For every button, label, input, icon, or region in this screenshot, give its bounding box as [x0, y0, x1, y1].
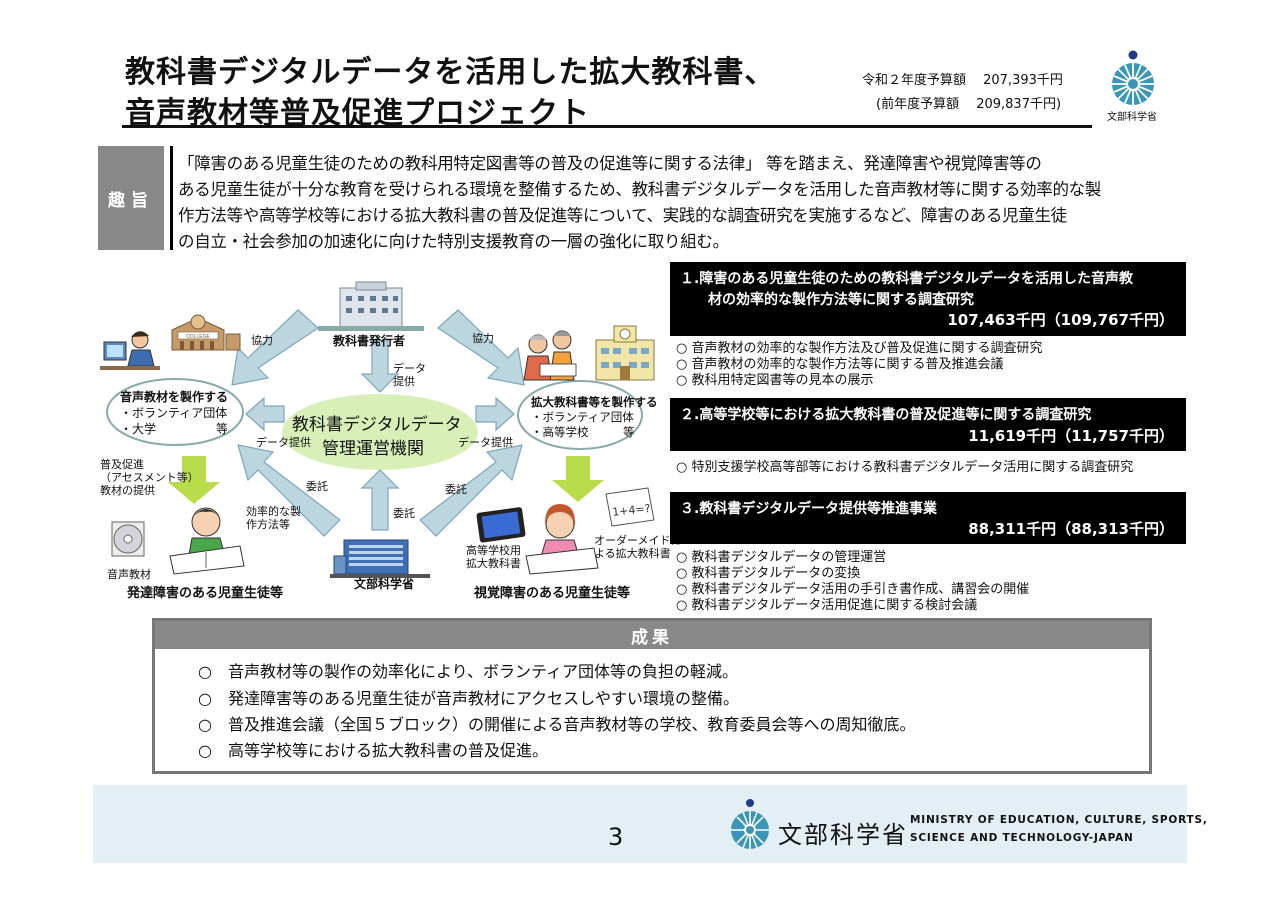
purpose-line: ある児童生徒が十分な教育を受けられる環境を整備するため、教科書デジタルデータを活… — [178, 180, 1102, 199]
project-2-header: ２.高等学校等における拡大教科書の普及促進等に関する調査研究 11,619千円（… — [670, 398, 1186, 451]
budget-current: 令和２年度予算額 207,393千円 — [862, 73, 1063, 88]
elderly-volunteers-icon — [523, 330, 577, 381]
purpose-line: の自立・社会参加の加速化に向けた特別支援教育の一層の強化に取り組む。 — [178, 232, 729, 251]
purpose-line: 「障害のある児童生徒のための教科用特定図書等の普及の促進等に関する法律」 等を踏… — [178, 154, 1042, 173]
project-2-amount: 11,619千円（11,757千円） — [968, 427, 1174, 445]
emblem-label: 文部科学省 — [1107, 112, 1157, 123]
data-provide-right-label: データ提供 — [458, 436, 513, 449]
project-3-amount: 88,311千円（88,313千円） — [968, 520, 1174, 538]
project-3-header: ３.教科書デジタルデータ提供等推進事業 88,311千円（88,313千円） — [670, 492, 1186, 544]
left-org-label: 音声教材を製作する ・ボランティア団体 ・大学 等 — [120, 390, 229, 436]
title-underline — [122, 125, 1092, 128]
green-arrow-right — [552, 456, 604, 502]
consign-right-label: 委託 — [445, 483, 467, 496]
project-1-bullet: ○ 音声教材の効率的な製作方法及び普及促進に関する調査研究 — [676, 341, 1043, 356]
mext-building-icon — [330, 539, 430, 578]
left-org-ellipse — [106, 378, 244, 446]
right-org-label: 拡大教科書等を製作する ・ボランティア団体 ・高等学校 等 — [531, 395, 658, 439]
arrow-publisher-right — [437, 309, 525, 386]
result-item: ○ 発達障害等のある児童生徒が音声教材にアクセスしやすい環境の整備。 — [198, 689, 740, 708]
results-box — [152, 618, 1152, 774]
project-1-header: １.障害のある児童生徒のための教科書デジタルデータを活用した音声教 材の効率的な… — [670, 262, 1186, 336]
purpose-tag: 趣旨 — [98, 146, 164, 250]
promotion-label: 普及促進（アセスメント等）教材の提供 — [100, 458, 199, 497]
result-item: ○ 普及推進会議（全国５ブロック）の開催による音声教材等の学校、教育委員会等への… — [198, 715, 916, 734]
project-1-amount: 107,463千円（109,767千円） — [947, 311, 1174, 329]
cooperation-left-label: 協力 — [251, 334, 273, 347]
center-org-line1: 教科書デジタルデータ — [292, 415, 462, 435]
project-1-title-line1: １.障害のある児童生徒のための教科書デジタルデータを活用した音声教 — [680, 271, 1134, 287]
green-arrow-left — [168, 456, 220, 504]
diagram-canvas: COLLEGE — [100, 281, 655, 578]
project-3-bullet: ○ 教科書デジタルデータ活用の手引き書作成、講習会の開催 — [676, 582, 1030, 597]
visual-students-label: 視覚障害のある児童生徒等 — [474, 586, 631, 601]
cd-icon — [111, 521, 145, 557]
footer-emblem-icon — [731, 799, 769, 849]
arrow-mext-right — [419, 444, 523, 537]
hs-textbook-label: 高等学校用拡大教科書 — [466, 544, 521, 570]
purpose-divider — [170, 146, 173, 250]
project-3-bullet: ○ 教科書デジタルデータの管理運営 — [676, 550, 887, 565]
project-3-bullet: ○ 教科書デジタルデータの変換 — [676, 566, 861, 581]
purpose-line: 作方法等や高等学校等における拡大教科書の普及促進等について、実践的な調査研究を実… — [178, 206, 1067, 225]
consign-left-label: 委託 — [306, 480, 328, 493]
arrow-mext-left — [237, 444, 341, 537]
budget-previous: (前年度予算額 209,837千円) — [876, 97, 1062, 112]
audio-material-label: 音声教材 — [107, 568, 151, 581]
footer-ministry-name: 文部科学省 — [778, 821, 908, 849]
page-title-line1: 教科書デジタルデータを活用した拡大教科書、 — [125, 55, 776, 90]
data-provide-left-label: データ提供 — [256, 436, 311, 449]
efficient-method-label: 効率的な製作方法等 — [246, 505, 301, 531]
data-provide-vertical-label: データ提供 — [393, 362, 426, 388]
results-heading: 成果 — [155, 621, 1149, 649]
footer-ministry-en-line1: MINISTRY OF EDUCATION, CULTURE, SPORTS, — [910, 814, 1208, 826]
arrow-mext-center — [360, 469, 400, 531]
arrow-center-right — [475, 396, 515, 432]
mext-label: 文部科学省 — [354, 577, 415, 591]
svg-text:1+4=?: 1+4=? — [612, 502, 652, 519]
tablet-icon — [476, 507, 526, 543]
result-item: ○ 高等学校等における拡大教科書の普及促進。 — [198, 741, 548, 760]
arrow-center-left — [245, 396, 285, 432]
cooperation-right-label: 協力 — [472, 332, 494, 345]
order-made-label: オーダーメイドによる拡大教科書 — [594, 534, 682, 560]
project-3-title: ３.教科書デジタルデータ提供等推進事業 — [680, 501, 938, 517]
project-1-title-line2: 材の効率的な製作方法等に関する調査研究 — [708, 292, 974, 308]
center-ellipse — [282, 394, 478, 470]
consign-center-label: 委託 — [393, 507, 415, 520]
project-2-title: ２.高等学校等における拡大教科書の普及促進等に関する調査研究 — [680, 407, 1092, 423]
publisher-label: 教科書発行者 — [333, 334, 406, 348]
college-sign-text: COLLEGE — [186, 334, 210, 340]
arrow-publisher-left — [231, 309, 319, 386]
page-number: 3 — [608, 823, 624, 851]
publisher-building-icon — [318, 281, 424, 331]
project-3-bullet: ○ 教科書デジタルデータ活用促進に関する検討会議 — [676, 598, 978, 613]
large-print-paper-icon: 1+4=? — [605, 487, 655, 527]
center-org-line2: 管理運営機関 — [322, 439, 424, 459]
student-boy-icon — [169, 507, 245, 575]
result-item: ○ 音声教材等の製作の効率化により、ボランティア団体等の負担の軽減。 — [198, 662, 739, 681]
student-girl-icon — [525, 504, 599, 575]
project-1-bullet: ○ 音声教材の効率的な製作方法等に関する普及推進会議 — [676, 357, 1004, 372]
arrow-publisher-center — [360, 339, 400, 393]
school-building-icon — [595, 325, 655, 381]
mext-emblem-icon — [1112, 50, 1154, 105]
dev-students-label: 発達障害のある児童生徒等 — [127, 586, 284, 601]
project-1-bullet: ○ 教科用特定図書等の見本の展示 — [676, 373, 874, 388]
project-2-bullet: ○ 特別支援学校高等部等における教科書デジタルデータ活用に関する調査研究 — [676, 460, 1134, 475]
footer-band — [93, 785, 1187, 863]
college-building-icon — [171, 314, 241, 351]
right-org-ellipse — [517, 380, 643, 450]
footer-ministry-en-line2: SCIENCE AND TECHNOLOGY-JAPAN — [910, 832, 1134, 844]
computer-user-icon — [100, 331, 160, 370]
